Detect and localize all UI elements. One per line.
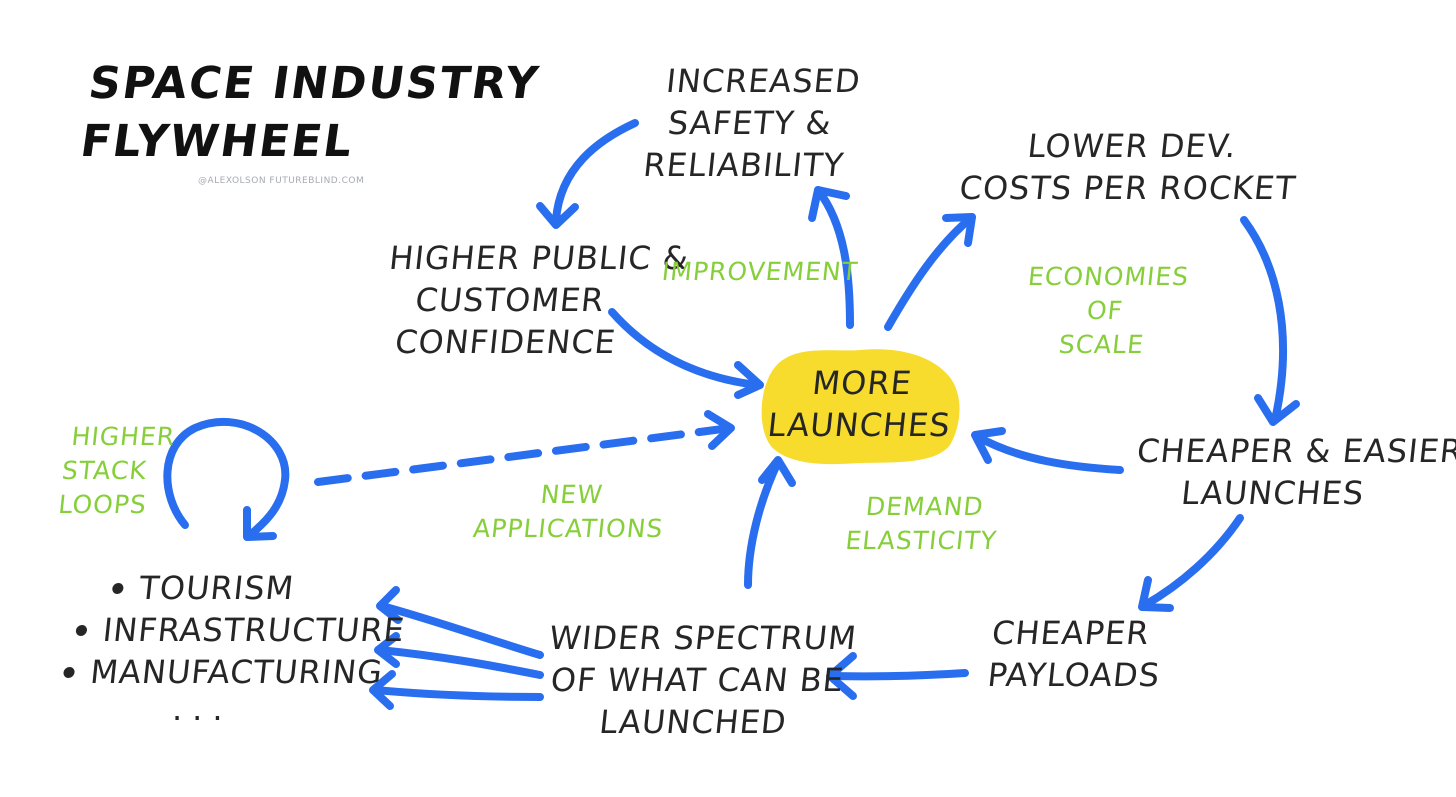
- arrow-hub-to-safety: [814, 186, 854, 329]
- effect-demand-elasticity: Demand Elasticity: [834, 490, 1011, 558]
- node-line: Wider Spectrum: [547, 619, 859, 657]
- effect-line: Stack: [60, 456, 149, 485]
- hub-blob: [761, 349, 960, 465]
- node-increased-safety: Increased Safety & Reliability: [641, 60, 863, 186]
- arrow-wider-to-hub: [744, 458, 782, 589]
- effect-improvement: Improvement: [660, 257, 860, 286]
- hub-line-2: Launches: [765, 406, 953, 444]
- node-line: launched: [597, 703, 789, 741]
- node-line: Launches: [1179, 474, 1367, 512]
- node-line: Costs per Rocket: [957, 169, 1298, 207]
- node-line: Payloads: [985, 656, 1163, 694]
- list-item: Infrastructure: [66, 609, 407, 651]
- arrowhead: [376, 586, 402, 624]
- node-line: Increased: [664, 62, 863, 100]
- arrowhead: [826, 652, 857, 700]
- arrow-hub-to-lower-dev: [884, 213, 976, 331]
- hub-more-launches: More Launches: [766, 362, 955, 446]
- arrow-safety-to-confidence: [552, 119, 639, 224]
- arrowhead: [1254, 394, 1300, 426]
- author-credit: @AlexOlson futureblind.com: [198, 176, 365, 186]
- arrowhead: [971, 427, 1006, 464]
- arrow-cheaper-launches-to-payloads: [1141, 514, 1244, 609]
- arrow-lower-dev-to-cheaper-launches: [1240, 216, 1288, 424]
- arrow-confidence-to-hub: [608, 308, 761, 389]
- arrowhead: [942, 213, 976, 247]
- node-lower-dev-costs: Lower Dev. Costs per Rocket: [956, 125, 1305, 209]
- list-item: Manufacturing: [61, 651, 402, 693]
- arrow-wider-to-apps-3: [371, 686, 544, 701]
- list-item-label: Infrastructure: [101, 611, 407, 649]
- arrowhead: [374, 632, 400, 668]
- arrowhead: [734, 361, 764, 399]
- effect-line: New: [539, 480, 605, 509]
- node-line: Customer: [413, 281, 607, 319]
- node-cheaper-easier-launches: Cheaper & Easier Launches: [1131, 430, 1456, 514]
- diagram-title: Space Industry Flywheel: [77, 55, 543, 171]
- node-line: of what can be: [548, 661, 847, 699]
- node-wider-spectrum: Wider Spectrum of what can be launched: [538, 617, 859, 743]
- effect-higher-stack-loops: Higher Stack Loops: [57, 420, 177, 522]
- effect-line: of: [1085, 296, 1125, 325]
- bullet-icon: [63, 666, 76, 678]
- list-item-label: Tourism: [137, 569, 297, 607]
- arrowhead: [1138, 576, 1174, 612]
- node-higher-confidence: Higher Public & Customer Confidence: [378, 237, 691, 363]
- arrowhead: [704, 410, 735, 450]
- arrow-cheaper-launches-to-hub: [974, 433, 1124, 474]
- list-item-label: Manufacturing: [88, 653, 385, 691]
- effect-new-applications: New Applications: [466, 478, 673, 546]
- arrow-wider-to-apps-1: [378, 602, 544, 659]
- node-line: Reliability: [641, 146, 846, 184]
- node-line: Cheaper: [990, 614, 1152, 652]
- hub-line-1: More: [810, 364, 914, 402]
- list-item: Tourism: [70, 567, 411, 609]
- bullet-icon: [75, 624, 88, 636]
- arrowhead: [808, 186, 850, 222]
- effect-line: Demand: [864, 492, 986, 521]
- effect-line: Scale: [1057, 330, 1146, 359]
- node-line: Lower Dev.: [1025, 127, 1239, 165]
- bullet-icon: [111, 582, 124, 594]
- arrow-payloads-to-wider: [829, 669, 969, 681]
- arrowhead: [243, 506, 277, 541]
- node-line: Safety &: [666, 104, 834, 142]
- effect-line: Elasticity: [844, 526, 999, 555]
- arrow-wider-to-apps-2: [376, 646, 544, 679]
- title-line-1: Space Industry: [85, 58, 543, 109]
- effect-line: Economies: [1026, 262, 1191, 291]
- arrow-new-applications-dashed: [314, 424, 734, 486]
- arrowhead: [758, 456, 796, 487]
- arrowhead: [369, 670, 396, 710]
- effect-line: Loops: [56, 490, 149, 519]
- node-line: Confidence: [393, 323, 618, 361]
- effect-line: Higher: [70, 422, 177, 451]
- more-ellipsis: ...: [172, 690, 233, 728]
- arrow-higher-stack-loop: [163, 417, 290, 539]
- effect-economies-of-scale: Economies of Scale: [1015, 260, 1196, 362]
- node-line: Higher Public &: [387, 239, 691, 277]
- node-cheaper-payloads: Cheaper Payloads: [986, 612, 1167, 696]
- arrowhead: [536, 202, 579, 229]
- applications-list: Tourism Infrastructure Manufacturing: [61, 567, 411, 693]
- title-line-2: Flywheel: [77, 116, 358, 167]
- node-line: Cheaper & Easier: [1135, 432, 1456, 470]
- effect-line: Applications: [471, 514, 665, 543]
